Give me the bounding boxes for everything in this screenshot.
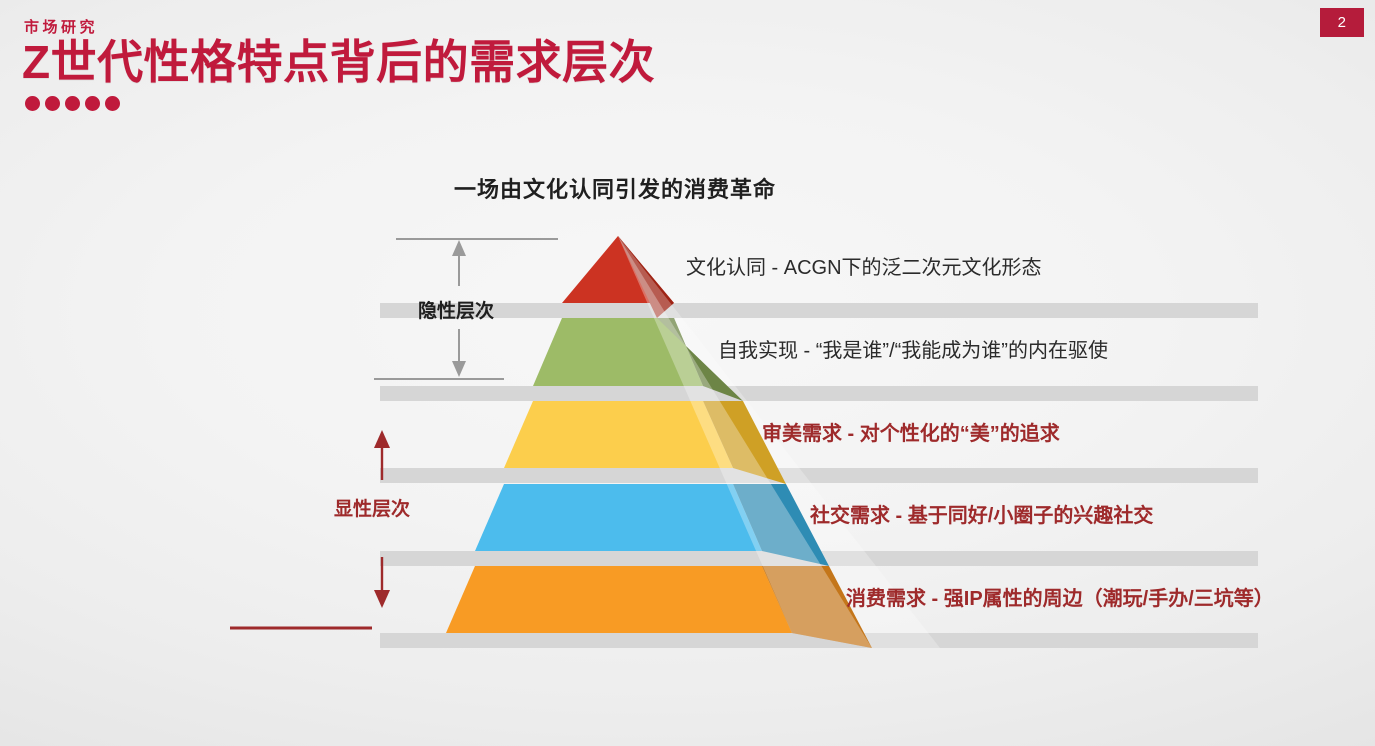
explicit-arrow-down-head xyxy=(374,590,390,608)
tier-shade xyxy=(733,484,829,566)
header-dot xyxy=(85,95,100,111)
implicit-arrow-up-head xyxy=(452,240,466,256)
tier-shade xyxy=(618,236,674,318)
tier-shade xyxy=(657,318,743,401)
page-title: Z世代性格特点背后的需求层次 xyxy=(22,36,656,88)
header-dot xyxy=(105,95,120,111)
explicit-arrow-up-head xyxy=(374,430,390,448)
eyebrow-label: 市场研究 xyxy=(24,19,99,36)
tier-label-aesthetic-need: 审美需求 - 对个性化的“美”的追求 xyxy=(762,423,1060,445)
header-dot-row xyxy=(25,95,922,111)
separator-bar xyxy=(380,386,1258,401)
tier-shape-aesthetic-need xyxy=(504,401,786,484)
header-dot xyxy=(45,95,60,111)
tier-label-social-need: 社交需求 - 基于同好/小圈子的兴趣社交 xyxy=(810,505,1154,527)
tier-shape-consumption-need xyxy=(446,566,872,648)
tier-face xyxy=(504,401,733,468)
chart-subtitle: 一场由文化认同引发的消费革命 xyxy=(453,177,776,202)
tier-face xyxy=(533,318,703,386)
separator-bar xyxy=(380,468,1258,483)
separator-bar xyxy=(380,303,1258,318)
group-label-implicit: 隐性层次 xyxy=(418,301,495,322)
tier-shape-cultural-identity xyxy=(562,236,674,318)
group-label-explicit: 显性层次 xyxy=(334,499,411,520)
tier-shade xyxy=(703,401,786,484)
header-dot xyxy=(25,95,40,111)
tier-label-cultural-identity: 文化认同 - ACGN下的泛二次元文化形态 xyxy=(686,257,1042,279)
pyramid-sheen xyxy=(618,236,940,648)
page-number-badge: 2 xyxy=(1320,8,1364,37)
tier-shape-self-actualization xyxy=(533,318,743,401)
tier-face xyxy=(475,484,762,551)
slide-header: 市场研究 Z世代性格特点背后的需求层次 xyxy=(22,20,922,111)
implicit-arrow-down-head xyxy=(452,361,466,377)
tier-shape-social-need xyxy=(475,484,829,566)
header-dot xyxy=(65,95,80,111)
tier-label-self-actualization: 自我实现 - “我是谁”/“我能成为谁”的内在驱使 xyxy=(718,340,1108,362)
tier-face xyxy=(446,566,792,633)
pyramid-highlight xyxy=(618,236,872,648)
tier-label-consumption-need: 消费需求 - 强IP属性的周边（潮玩/手办/三坑等） xyxy=(846,588,1274,610)
tier-shade xyxy=(762,566,872,648)
separator-bar xyxy=(380,633,1258,648)
